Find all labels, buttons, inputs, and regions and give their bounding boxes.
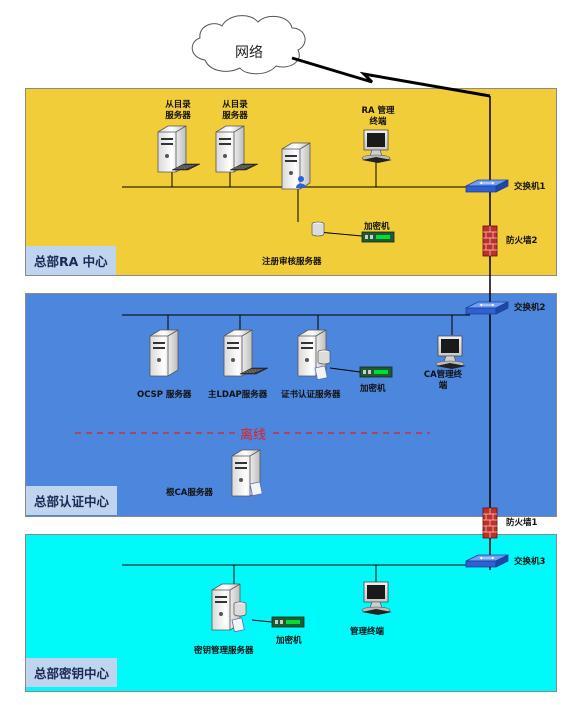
firewall-2 [482, 225, 498, 257]
key-crypto-label: 加密机 [276, 636, 302, 646]
ra-switch [465, 179, 509, 193]
ra-disk-icon [311, 221, 325, 237]
km-shield-icon [231, 617, 245, 633]
km-disk-icon [233, 601, 247, 617]
ra-server [281, 142, 311, 190]
firewall-1 [482, 507, 498, 539]
wan-link [291, 56, 491, 98]
firewall-2-label: 防火墙2 [506, 236, 538, 246]
auth-zone-label: 总部认证中心 [26, 486, 118, 515]
key-terminal-monitor [361, 581, 393, 616]
key-terminal-label: 管理终端 [350, 627, 385, 637]
ra-crypto-device [361, 231, 395, 243]
key-switch-label: 交换机3 [514, 557, 546, 567]
reg-server-label: 注册审核服务器 [262, 257, 322, 267]
cloud-label: 网络 [235, 45, 263, 61]
root-ca-shield-icon [249, 481, 263, 497]
ra-terminal-label: RA 管理 终端 [361, 106, 395, 127]
cert-shield-icon [314, 365, 328, 381]
auth-switch [465, 301, 509, 315]
auth-center-zone [25, 293, 557, 517]
key-switch [465, 554, 509, 568]
cert-server-label: 证书认证服务器 [281, 390, 341, 400]
auth-switch-label: 交换机2 [514, 303, 546, 313]
ra-switch-label: 交换机1 [514, 182, 546, 192]
dir-server-1-label: 从目录 服务器 [165, 100, 191, 121]
ldap-server [223, 329, 253, 377]
user-icon [296, 176, 306, 188]
firewall-1-label: 防火墙1 [506, 518, 538, 528]
km-server-label: 密钥管理服务器 [194, 646, 254, 656]
dir-server-2-label: 从目录 服务器 [222, 100, 248, 121]
ra-crypto-label: 加密机 [364, 222, 390, 232]
ca-terminal-monitor [435, 335, 467, 370]
ocsp-server [149, 329, 179, 377]
key-zone-label: 总部密钥中心 [26, 658, 118, 687]
offline-label: 离线 [238, 424, 269, 443]
ra-terminal-monitor [361, 129, 393, 164]
internet-cloud [191, 15, 306, 75]
auth-crypto-label: 加密机 [360, 384, 386, 394]
root-ca-label: 根CA服务器 [166, 488, 213, 498]
ldap-label: 主LDAP服务器 [208, 390, 268, 400]
ca-terminal-label: CA管理终 端 [423, 370, 463, 391]
ocsp-label: OCSP 服务器 [137, 390, 192, 400]
ra-zone-label: 总部RA 中心 [26, 246, 116, 275]
auth-crypto-device [359, 366, 393, 378]
key-crypto-device [271, 616, 305, 628]
cert-disk-icon [317, 349, 331, 365]
